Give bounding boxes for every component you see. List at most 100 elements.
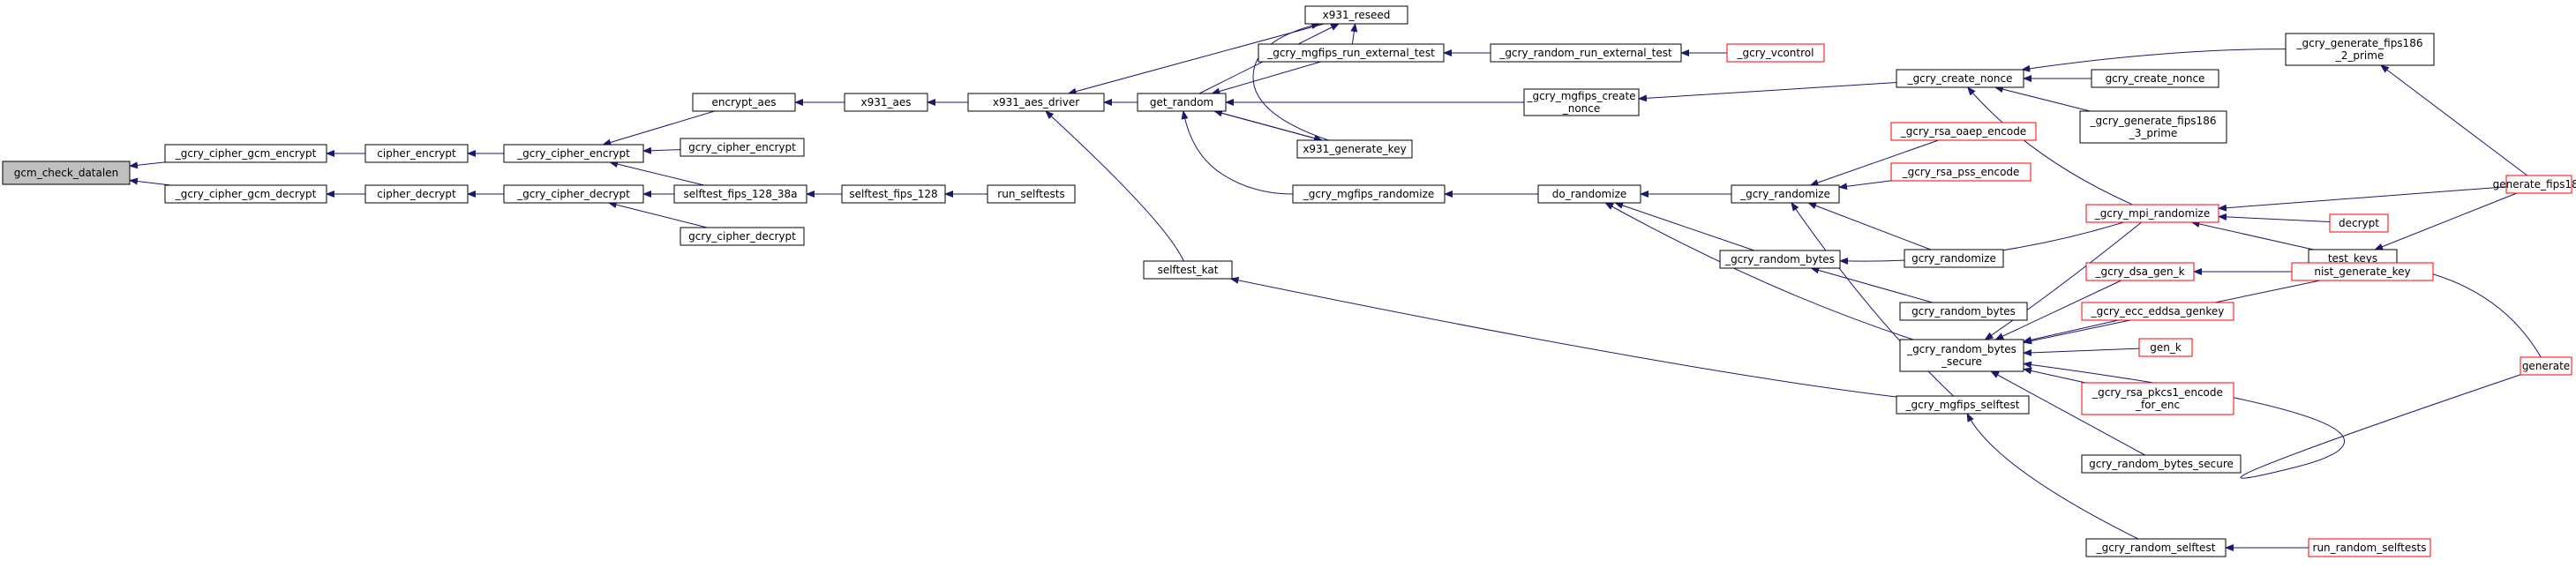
edge-generate_fips186-to-mpi_randomize — [2218, 186, 2507, 212]
node-label: _gcry_rsa_oaep_encode — [1900, 125, 2026, 138]
node-selftest-fips-128[interactable]: selftest_fips_128 — [841, 184, 946, 204]
node-x931-reseed[interactable]: x931_reseed — [1304, 5, 1408, 25]
node-label: _gcry_create_nonce — [1907, 72, 2013, 85]
node-ecc-eddsa-genkey[interactable]: _gcry_ecc_eddsa_genkey — [2081, 302, 2234, 321]
edge-mgfips_selftest-to-selftest_kat — [1229, 276, 1897, 398]
edge-x931_generate_key-to-x931_reseed — [1252, 22, 1329, 141]
node-random-selftest[interactable]: _gcry_random_selftest — [2085, 538, 2227, 557]
node-box — [692, 93, 796, 112]
node-box — [2285, 33, 2435, 66]
node-gcry-cipher-encrypt-int[interactable]: _gcry_cipher_encrypt — [503, 144, 644, 163]
node-label: _nonce — [1562, 102, 1601, 115]
node-label: _gcry_mgfips_randomize — [1303, 188, 1435, 200]
node-gcry-create-nonce-int[interactable]: _gcry_create_nonce — [1896, 69, 2024, 88]
edge-mgfips_randomize-to-get_random — [1181, 110, 1294, 195]
edge-cipher_gcm_encrypt-to-gcm_check_datalen — [129, 161, 166, 169]
node-encrypt-aes[interactable]: encrypt_aes — [692, 93, 796, 112]
node-gcry-cipher-decrypt[interactable]: gcry_cipher_decrypt — [680, 227, 805, 246]
node-label: gcry_cipher_decrypt — [688, 230, 796, 243]
node-random-run-external-test[interactable]: _gcry_random_run_external_test — [1490, 43, 1682, 63]
edge-gcry_random_bytes-to-gcry_random_bytes_int — [1810, 266, 1933, 303]
node-decrypt[interactable]: decrypt — [2329, 213, 2389, 233]
node-label: _for_enc — [2135, 399, 2180, 411]
node-generate-fips186[interactable]: generate_fips186 — [2493, 175, 2576, 194]
node-generate-fips186-2-prime[interactable]: _gcry_generate_fips186_2_prime — [2285, 33, 2435, 66]
node-run-selftests[interactable]: run_selftests — [987, 184, 1076, 204]
node-mgfips-randomize[interactable]: _gcry_mgfips_randomize — [1292, 184, 1446, 204]
node-box — [1899, 302, 2028, 321]
node-mgfips-create-nonce[interactable]: _gcry_mgfips_create_nonce — [1523, 88, 1640, 116]
node-label: _gcry_generate_fips186 — [2296, 37, 2423, 49]
node-label: _gcry_rsa_pss_encode — [1902, 166, 2020, 178]
node-cipher-gcm-decrypt[interactable]: _gcry_cipher_gcm_decrypt — [164, 184, 327, 204]
node-box — [2520, 356, 2572, 376]
node-mgfips-run-external-test[interactable]: _gcry_mgfips_run_external_test — [1258, 43, 1445, 63]
node-box — [1890, 162, 2032, 182]
node-mpi-randomize[interactable]: _gcry_mpi_randomize — [2085, 204, 2219, 223]
node-dsa-gen-k[interactable]: _gcry_dsa_gen_k — [2085, 262, 2195, 281]
node-gcry-randomize-int[interactable]: _gcry_randomize — [1731, 184, 1840, 204]
node-label: get_random — [1150, 96, 1213, 108]
node-gcry-random-bytes-secure-int[interactable]: _gcry_random_bytes_secure — [1899, 339, 2024, 372]
edge-gcry_randomize-to-gcry_randomize_int — [1807, 202, 1932, 250]
node-selftest-fips-128-38a[interactable]: selftest_fips_128_38a — [673, 184, 807, 204]
node-rsa-pss-encode[interactable]: _gcry_rsa_pss_encode — [1890, 162, 2032, 182]
node-x931-aes[interactable]: x931_aes — [844, 93, 928, 112]
node-label: do_randomize — [1552, 188, 1627, 200]
node-box — [967, 93, 1105, 112]
node-label: _2_prime — [2335, 49, 2384, 62]
node-gcry-random-bytes[interactable]: gcry_random_bytes — [1899, 302, 2028, 321]
node-cipher-encrypt[interactable]: cipher_encrypt — [364, 144, 469, 163]
node-gcry-create-nonce[interactable]: gcry_create_nonce — [2091, 69, 2219, 88]
node-label: gcm_check_datalen — [14, 167, 118, 179]
edge-generate-to-gcry_random_bytes_secure_int — [2023, 361, 2521, 479]
node-box — [673, 184, 807, 204]
edge-gcry_create_nonce_int-to-mgfips_create_nonce — [1638, 82, 1897, 102]
edge-random_selftest-to-mgfips_selftest — [1966, 413, 2139, 540]
node-gcry-cipher-encrypt[interactable]: gcry_cipher_encrypt — [680, 138, 805, 157]
node-rsa-oaep-encode[interactable]: _gcry_rsa_oaep_encode — [1890, 122, 2037, 141]
node-box — [1490, 43, 1682, 63]
node-nist-generate-key[interactable]: nist_generate_key — [2291, 262, 2434, 281]
edge-cipher_gcm_decrypt-to-gcm_check_datalen — [129, 177, 171, 186]
node-gcry-random-bytes-int[interactable]: _gcry_random_bytes — [1719, 250, 1841, 269]
node-label: _gcry_rsa_pkcs1_encode — [2092, 386, 2223, 399]
node-selftest-kat[interactable]: selftest_kat — [1143, 260, 1233, 280]
node-gcry-vcontrol[interactable]: _gcry_vcontrol — [1726, 43, 1825, 63]
edge-mgfips_run_external_test-to-get_random — [1211, 61, 1321, 95]
node-run-random-selftests[interactable]: run_random_selftests — [2308, 538, 2431, 557]
node-label: _gcry_random_bytes — [1724, 253, 1835, 265]
node-x931-generate-key[interactable]: x931_generate_key — [1296, 139, 1413, 159]
node-generate-fips186-3-prime[interactable]: _gcry_generate_fips186_3_prime — [2079, 110, 2227, 144]
node-box — [2085, 538, 2227, 557]
node-cipher-gcm-encrypt[interactable]: _gcry_cipher_gcm_encrypt — [164, 144, 327, 163]
node-label: _gcry_cipher_gcm_decrypt — [175, 188, 317, 200]
node-box — [1904, 249, 2004, 268]
node-mgfips-selftest[interactable]: _gcry_mgfips_selftest — [1896, 395, 2030, 415]
node-box — [1304, 5, 1408, 25]
node-gen-k[interactable]: gen_k — [2138, 338, 2193, 357]
node-label: selftest_fips_128_38a — [684, 188, 798, 200]
node-label: gcry_cipher_encrypt — [688, 141, 796, 153]
node-label: generate_fips186 — [2493, 178, 2576, 191]
node-box — [2308, 538, 2431, 557]
node-do-randomize[interactable]: do_randomize — [1537, 184, 1641, 204]
node-gcry-randomize[interactable]: gcry_randomize — [1904, 249, 2004, 268]
edge-dsa_gen_k-to-gcry_random_bytes_secure_int — [1994, 280, 2122, 340]
node-gcry-random-bytes-secure[interactable]: gcry_random_bytes_secure — [2081, 454, 2242, 474]
edge-gcry_cipher_decrypt-to-gcry_cipher_decrypt_int — [607, 201, 708, 228]
node-gcm-check-datalen[interactable]: gcm_check_datalen — [2, 161, 131, 185]
node-get-random[interactable]: get_random — [1137, 93, 1227, 112]
edge-generate_fips186_2_prime-to-gcry_create_nonce_int — [2021, 49, 2287, 72]
node-box — [164, 184, 327, 204]
node-label: test_keys — [2328, 252, 2377, 265]
node-label: _gcry_random_bytes — [1906, 343, 2016, 355]
node-box — [680, 138, 805, 157]
node-cipher-decrypt[interactable]: cipher_decrypt — [364, 184, 469, 204]
node-gcry-cipher-decrypt-int[interactable]: _gcry_cipher_decrypt — [503, 184, 644, 204]
node-rsa-pkcs1-encode-for-enc[interactable]: _gcry_rsa_pkcs1_encode_for_enc — [2081, 382, 2234, 415]
node-x931-aes-driver[interactable]: x931_aes_driver — [967, 93, 1105, 112]
node-box — [1258, 43, 1445, 63]
node-box — [1731, 184, 1840, 204]
node-generate[interactable]: generate — [2520, 356, 2572, 376]
